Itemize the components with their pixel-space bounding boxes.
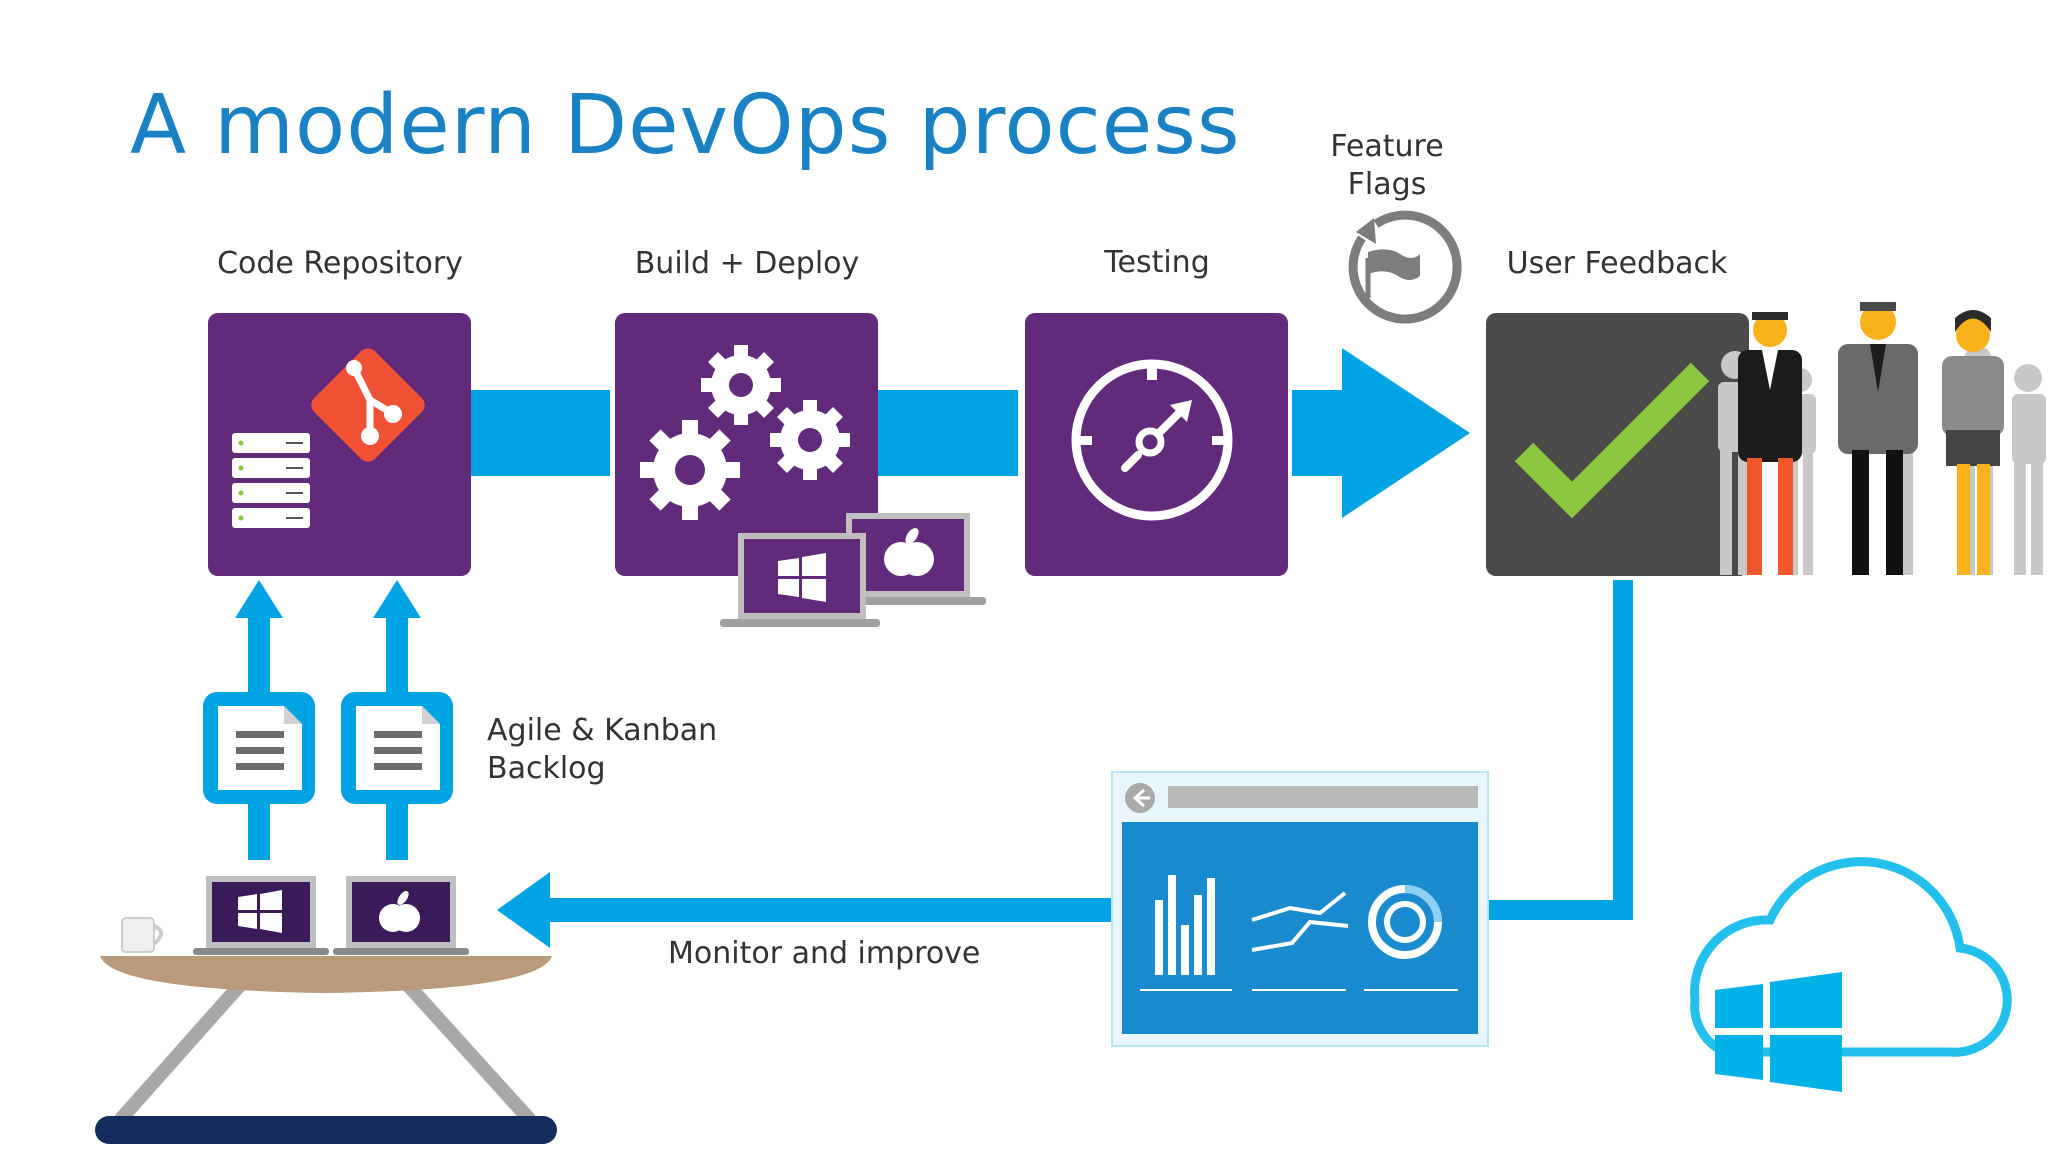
people-icon [1718,302,2046,575]
arrow-build-to-test [878,390,1018,476]
windows-logo-icon [238,890,282,933]
gauge-icon [1071,359,1233,521]
git-icon [311,348,425,462]
document-icon-left [203,692,315,804]
feedback-loop-connector [1485,580,1633,920]
label-monitor-improve: Monitor and improve [668,936,981,971]
person-3 [1942,310,2004,575]
mac-laptop-desk [333,876,469,955]
desk-illustration [95,876,557,1144]
dashboard-icon [1111,771,1489,1047]
user-feedback-tile [1486,313,1749,576]
label-backlog: Agile & Kanban Backlog [487,713,718,786]
gears-icon [640,345,850,520]
arrow-test-to-feedback [1292,348,1470,518]
windows-laptop-desk [193,876,329,955]
label-build-deploy: Build + Deploy [634,246,860,281]
coffee-mug-icon [121,917,163,953]
apple-logo-icon [884,528,934,576]
person-2 [1838,302,1918,575]
label-code-repository: Code Repository [217,246,463,281]
label-testing: Testing [1104,245,1210,280]
windows-logo-icon [778,553,826,602]
label-user-feedback: User Feedback [1506,246,1728,281]
page-title: A modern DevOps process [130,78,1241,173]
cloud-windows-icon [1690,857,2012,1092]
document-icon-right [341,692,453,804]
checkmark-icon [1514,362,1710,519]
testing-tile [1025,313,1288,576]
server-icon [232,433,310,528]
person-1 [1738,312,1802,575]
apple-logo-icon [379,891,420,932]
arrow-code-to-build [470,390,610,476]
feature-flag-icon [1348,210,1462,324]
windows-laptop-icon [720,533,880,627]
build-deploy-tile [615,313,986,627]
arrow-monitor-improve [497,872,1116,948]
mac-laptop-icon [836,513,986,605]
label-feature-flags: Feature Flags [1330,129,1444,202]
code-repository-tile [208,313,471,576]
